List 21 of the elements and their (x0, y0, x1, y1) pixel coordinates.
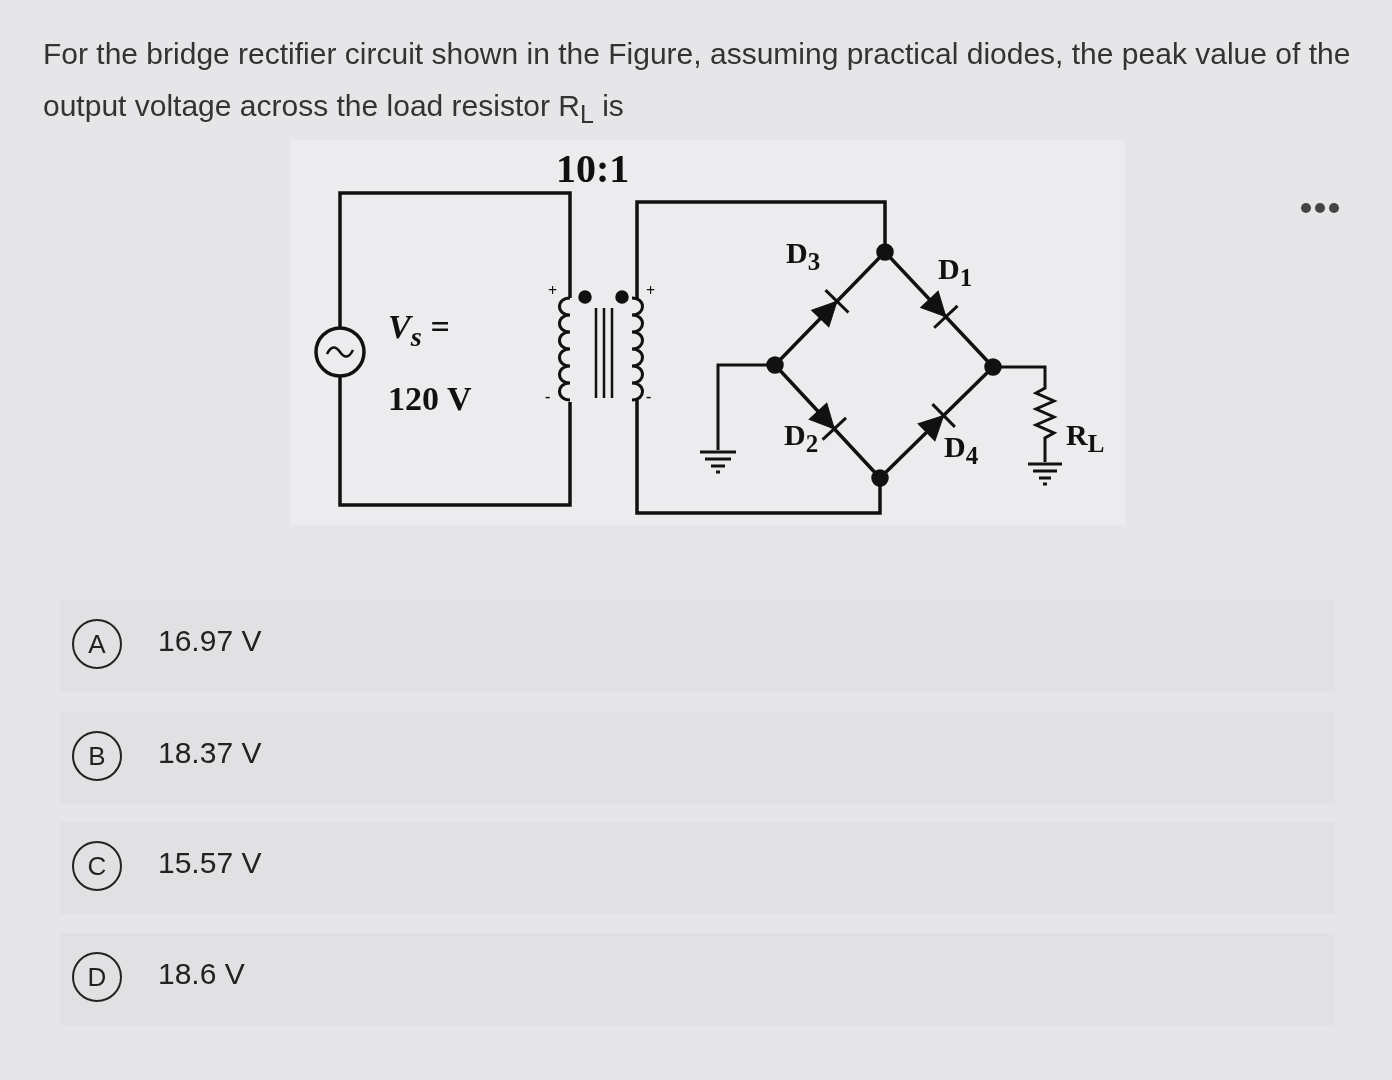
diode-label: D$_{1}$ (938, 252, 973, 292)
option-letter: C (72, 841, 122, 891)
source-voltage-label: V$_{s}$ = (388, 308, 450, 353)
option-letter: B (72, 731, 122, 781)
resistor-label: R$_{L}$ (1066, 418, 1105, 458)
voltage-value: 120 V (388, 380, 472, 418)
polarity-sign: + (548, 282, 558, 300)
diode-label: D$_{4}$ (944, 430, 979, 470)
answer-text: 18.37 V (158, 736, 262, 770)
diode-label: D$_{3}$ (786, 236, 821, 276)
circuit-ratio-label: 10:1 (556, 145, 630, 192)
diode-label: D$_{2}$ (784, 418, 819, 458)
option-letter: A (72, 619, 122, 669)
answer-text: 16.97 V (158, 624, 262, 658)
polarity-sign: - (545, 388, 551, 406)
polarity-sign: + (646, 282, 656, 300)
polarity-sign: - (646, 388, 652, 406)
answer-text: 15.57 V (158, 846, 262, 880)
answer-text: 18.6 V (158, 957, 245, 991)
option-letter: D (72, 952, 122, 1002)
question-text: For the bridge rectifier circuit shown in the Figure, assuming practical diodes, the peak value of the output voltage across the load resistor R$_{L}$ is (43, 36, 1352, 130)
